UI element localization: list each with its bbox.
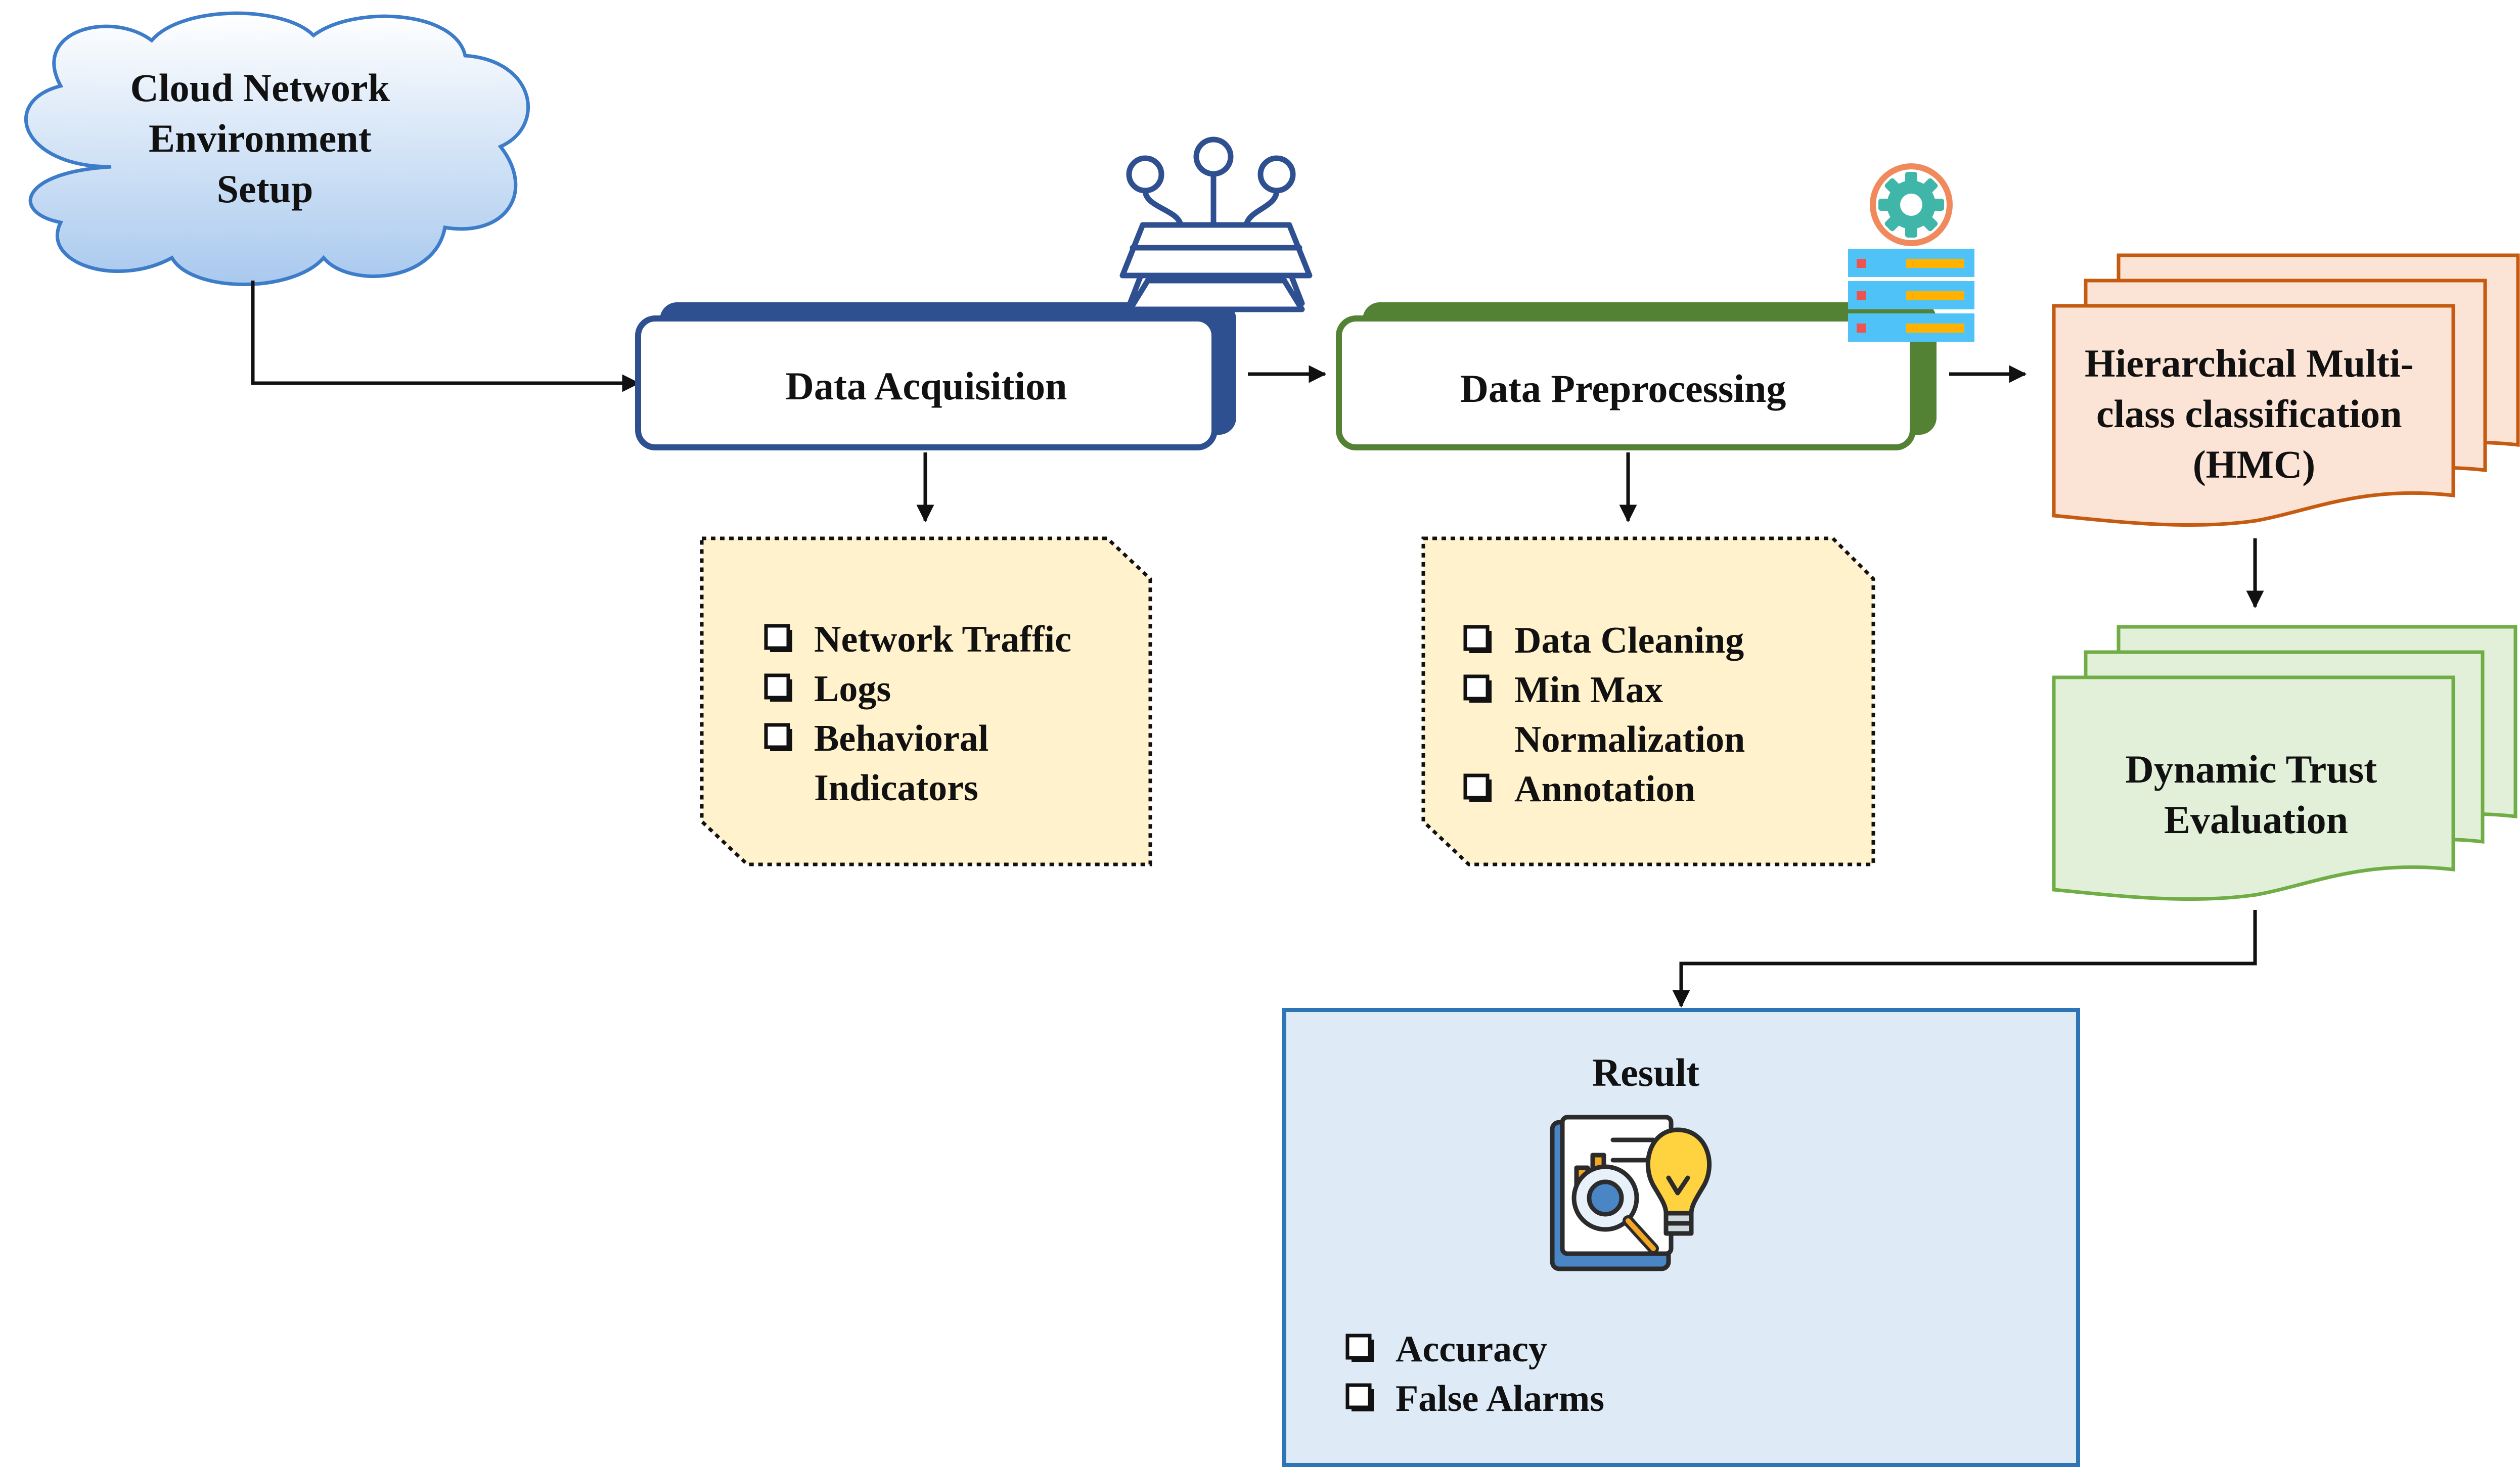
- hmc-label-line-3: (HMC): [2193, 442, 2316, 486]
- checkbox-icon: [1345, 1383, 1372, 1409]
- acquisition-note: Network Traffic Logs Behavioral Indicato…: [700, 536, 1152, 866]
- preprocessing-item-1-line-1: Data Cleaning: [1514, 620, 1744, 661]
- hmc-doc-front: [2052, 304, 2455, 527]
- preprocessing-item-2-line-1: Min Max: [1514, 669, 1663, 711]
- cloud-label-line-3: Setup: [217, 167, 313, 211]
- trust-doc-front: [2052, 675, 2455, 901]
- acquisition-item-1: Network Traffic: [764, 619, 1071, 660]
- result-item-1-label: Accuracy: [1396, 1328, 1547, 1370]
- connectors: [251, 281, 2264, 1008]
- result-item-2: False Alarms: [1345, 1378, 1604, 1419]
- trust-node: Dynamic Trust Evaluation: [2052, 625, 2517, 901]
- checkbox-shadow: [1352, 1340, 1374, 1362]
- acquisition-item-2-line-1: Logs: [814, 668, 891, 710]
- trust-label-line-2: Evaluation: [2164, 798, 2348, 842]
- checkbox-icon: [764, 723, 790, 749]
- checkbox-shadow: [1469, 631, 1492, 653]
- checkbox-icon: [1463, 625, 1490, 651]
- cloud-shape: [24, 11, 530, 286]
- checkbox-shadow: [1469, 680, 1492, 703]
- cloud-label: Cloud Network Environment Setup: [130, 66, 399, 211]
- preprocessing-item-2-line-2: Normalization: [1514, 719, 1745, 760]
- server-gear-icon: [1848, 163, 1974, 342]
- result-node: Result Accuracy False Alarms: [1282, 1008, 2080, 1467]
- preprocessing-item-1: Data Cleaning: [1463, 620, 1744, 661]
- data-acquisition-node: Data Acquisition: [635, 302, 1236, 450]
- network-stack-icon: [1119, 136, 1313, 312]
- acquisition-item-text: Network Traffic: [814, 619, 1071, 660]
- hmc-node: Hierarchical Multi- class classification…: [2052, 253, 2520, 527]
- acquisition-item-text: Logs: [814, 668, 891, 710]
- data-preprocessing-node: Data Preprocessing: [1336, 302, 1937, 450]
- preprocessing-item-2: Min Max Normalization: [1463, 669, 1745, 760]
- preprocessing-item-text: Min Max Normalization: [1514, 669, 1745, 760]
- preprocessing-note: Data Cleaning Min Max Normalization Anno…: [1421, 536, 1875, 866]
- preprocessing-box: [1336, 315, 1916, 450]
- cloud-network-node: Cloud Network Environment Setup: [24, 11, 530, 286]
- hmc-label-line-1: Hierarchical Multi-: [2085, 341, 2414, 385]
- hmc-label-line-2: class classification: [2096, 392, 2402, 436]
- acquisition-item-1-line-1: Network Traffic: [814, 619, 1071, 660]
- hmc-label: Hierarchical Multi- class classification…: [2085, 341, 2423, 486]
- preprocessing-item-3-line-1: Annotation: [1514, 768, 1695, 810]
- checkbox-icon: [764, 624, 790, 650]
- checkbox-shadow: [770, 630, 792, 652]
- result-item-1: Accuracy: [1345, 1328, 1547, 1370]
- checkbox-icon: [1463, 674, 1490, 701]
- checkbox-shadow: [770, 679, 792, 702]
- checkbox-shadow: [1469, 780, 1492, 802]
- checkbox-icon: [1345, 1334, 1372, 1360]
- acquisition-box: [635, 315, 1218, 450]
- acquisition-item-text: Behavioral Indicators: [814, 718, 998, 809]
- acquisition-item-2: Logs: [764, 668, 891, 710]
- acquisition-item-3: Behavioral Indicators: [764, 718, 998, 809]
- preprocessing-title: Data Preprocessing: [1460, 366, 1786, 410]
- trust-label-line-1: Dynamic Trust: [2125, 747, 2377, 791]
- report-analysis-bulb-icon: [1550, 1115, 1712, 1271]
- result-item-2-label: False Alarms: [1396, 1378, 1604, 1419]
- cloud-label-line-1: Cloud Network: [130, 66, 390, 110]
- cloud-label-line-2: Environment: [149, 116, 372, 160]
- checkbox-shadow: [770, 729, 792, 751]
- acquisition-title: Data Acquisition: [786, 364, 1067, 408]
- result-title: Result: [1592, 1050, 1699, 1094]
- preprocessing-note-shape: [1421, 536, 1875, 866]
- acquisition-item-3-line-1: Behavioral: [814, 718, 988, 759]
- checkbox-icon: [1463, 773, 1490, 800]
- checkbox-shadow: [1352, 1389, 1374, 1411]
- trust-label: Dynamic Trust Evaluation: [2125, 747, 2387, 842]
- arrow-trust-to-result: [1672, 910, 2257, 1008]
- preprocessing-item-text: Annotation: [1514, 768, 1695, 810]
- acquisition-item-3-line-2: Indicators: [814, 767, 978, 809]
- checkbox-icon: [764, 673, 790, 700]
- arrow-cloud-to-acquisition: [251, 281, 640, 392]
- acquisition-note-shape: [700, 536, 1152, 866]
- result-box: [1282, 1008, 2080, 1467]
- preprocessing-item-3: Annotation: [1463, 768, 1695, 810]
- preprocessing-item-text: Data Cleaning: [1514, 620, 1744, 661]
